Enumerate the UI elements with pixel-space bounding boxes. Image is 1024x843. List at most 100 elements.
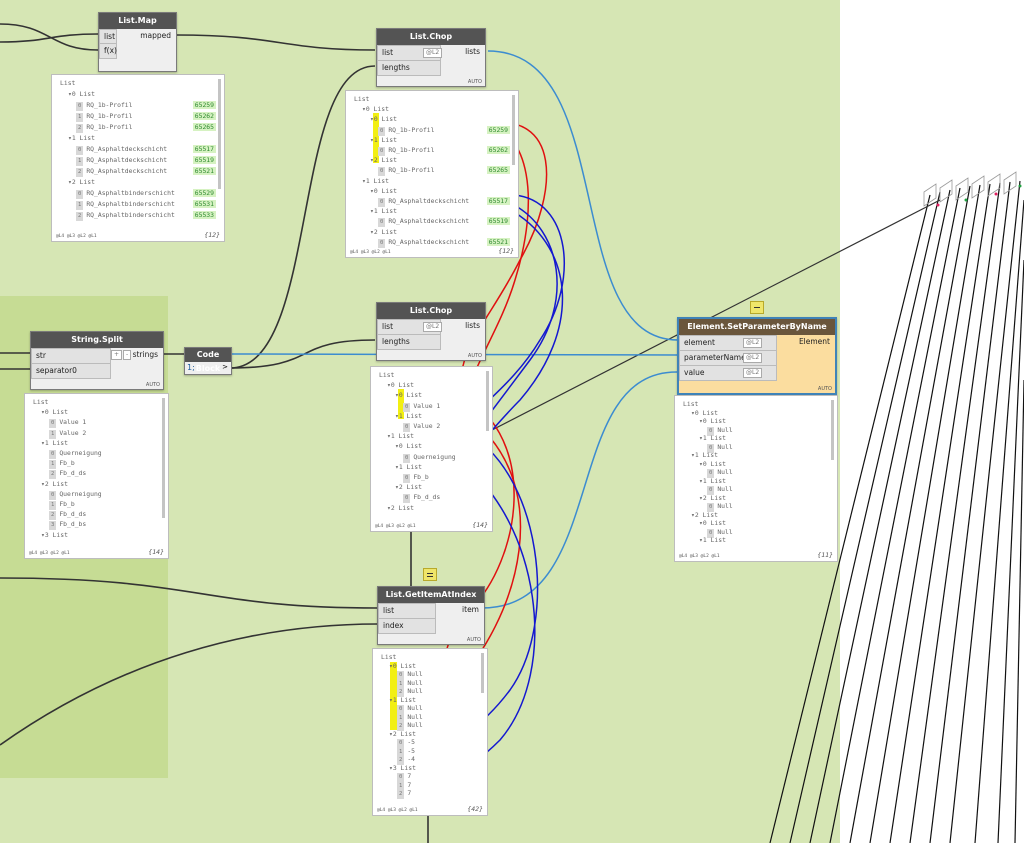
list-item[interactable]: ▾1 List bbox=[395, 412, 422, 421]
list-levels[interactable]: @L4 @L3 @L2 @L1 bbox=[377, 808, 418, 813]
list-item[interactable]: ▾1 List bbox=[68, 134, 95, 143]
element-id-tag[interactable]: 65531 bbox=[192, 200, 216, 208]
lacing-combo[interactable]: @L2 bbox=[743, 353, 763, 363]
list-item[interactable]: ▾1 List bbox=[370, 207, 397, 216]
list-item[interactable]: List bbox=[354, 95, 369, 104]
list-levels[interactable]: @L4 @L3 @L2 @L1 bbox=[679, 554, 720, 559]
list-item[interactable]: ▾0 List bbox=[68, 90, 95, 99]
list-item[interactable]: ▾0 List bbox=[389, 662, 416, 671]
input-port-separator0[interactable]: separator0 bbox=[31, 363, 111, 379]
node-set-parameter[interactable]: Element.SetParameterByName element @L2 p… bbox=[677, 317, 837, 395]
list-item[interactable]: ▾2 List bbox=[370, 156, 397, 165]
list-item[interactable]: ▾2 List bbox=[68, 178, 95, 187]
lacing-combo[interactable]: @L2 bbox=[743, 338, 763, 348]
scrollbar[interactable] bbox=[481, 653, 484, 693]
list-item[interactable]: ▾1 List bbox=[362, 177, 389, 186]
output-port-lists[interactable]: lists bbox=[465, 47, 480, 56]
list-item[interactable]: ▾2 List bbox=[387, 504, 414, 513]
output-port-strings[interactable]: strings bbox=[132, 350, 158, 359]
list-item[interactable]: ▾1 List bbox=[691, 451, 718, 460]
node-title[interactable]: List.Chop bbox=[377, 29, 485, 45]
list-item[interactable]: List bbox=[33, 398, 48, 407]
list-item[interactable]: List bbox=[379, 371, 394, 380]
element-id-tag[interactable]: 65517 bbox=[192, 145, 216, 153]
list-item[interactable]: ▾2 List bbox=[389, 730, 416, 739]
list-levels[interactable]: @L4 @L3 @L2 @L1 bbox=[375, 524, 416, 529]
list-item[interactable]: ▾1 List bbox=[699, 434, 726, 443]
output-port-lists[interactable]: lists bbox=[465, 321, 480, 330]
list-item[interactable]: 2-4 bbox=[397, 755, 415, 765]
list-item[interactable]: ▾1 List bbox=[395, 463, 422, 472]
element-id-tag[interactable]: 65521 bbox=[486, 237, 510, 246]
element-id-tag[interactable]: 65529 bbox=[192, 189, 216, 197]
lacing-combo[interactable]: @L2 bbox=[743, 368, 763, 378]
list-item[interactable]: ▾2 List bbox=[41, 480, 68, 489]
list-item[interactable]: ▾0 List bbox=[395, 391, 422, 400]
node-title[interactable]: Element.SetParameterByName bbox=[679, 319, 835, 335]
element-id-tag[interactable]: 65519 bbox=[486, 217, 510, 226]
list-item[interactable]: ▾2 List bbox=[699, 494, 726, 503]
node-title[interactable]: List.Map bbox=[99, 13, 176, 29]
list-item[interactable]: ▾3 List bbox=[41, 531, 68, 540]
list-item[interactable]: ▾0 List bbox=[699, 460, 726, 469]
list-item[interactable]: ▾1 List bbox=[370, 136, 397, 145]
node-title[interactable]: List.Chop bbox=[377, 303, 485, 319]
add-input-button[interactable]: + bbox=[111, 350, 123, 360]
scrollbar[interactable] bbox=[486, 371, 489, 431]
list-item[interactable]: ▾0 List bbox=[691, 409, 718, 418]
element-id-tag[interactable]: 65265 bbox=[486, 166, 510, 175]
list-item[interactable]: 1-5 bbox=[397, 747, 415, 757]
output-port-mapped[interactable]: mapped bbox=[140, 31, 171, 40]
node-code-block[interactable]: Code Block 1; > bbox=[184, 347, 232, 375]
list-item[interactable]: ▾1 List bbox=[699, 536, 726, 545]
list-item[interactable]: ▾0 List bbox=[370, 187, 397, 196]
input-port-element[interactable]: element bbox=[679, 335, 777, 351]
input-port-fx[interactable]: f(x) bbox=[99, 43, 117, 59]
list-item[interactable]: ▾0 List bbox=[387, 381, 414, 390]
input-port-lengths[interactable]: lengths bbox=[377, 60, 441, 76]
lacing-combo[interactable]: @L2 bbox=[423, 322, 443, 332]
element-id-tag[interactable]: 65259 bbox=[486, 125, 510, 134]
list-item[interactable]: ▾2 List bbox=[395, 483, 422, 492]
scrollbar[interactable] bbox=[512, 95, 515, 165]
list-item[interactable]: List bbox=[381, 653, 396, 662]
element-id-tag[interactable]: 65262 bbox=[486, 146, 510, 154]
input-port-value[interactable]: value bbox=[679, 365, 777, 381]
node-get-item-at-index[interactable]: List.GetItemAtIndex list index item AUTO bbox=[377, 586, 485, 645]
collapse-icon[interactable] bbox=[750, 301, 764, 314]
